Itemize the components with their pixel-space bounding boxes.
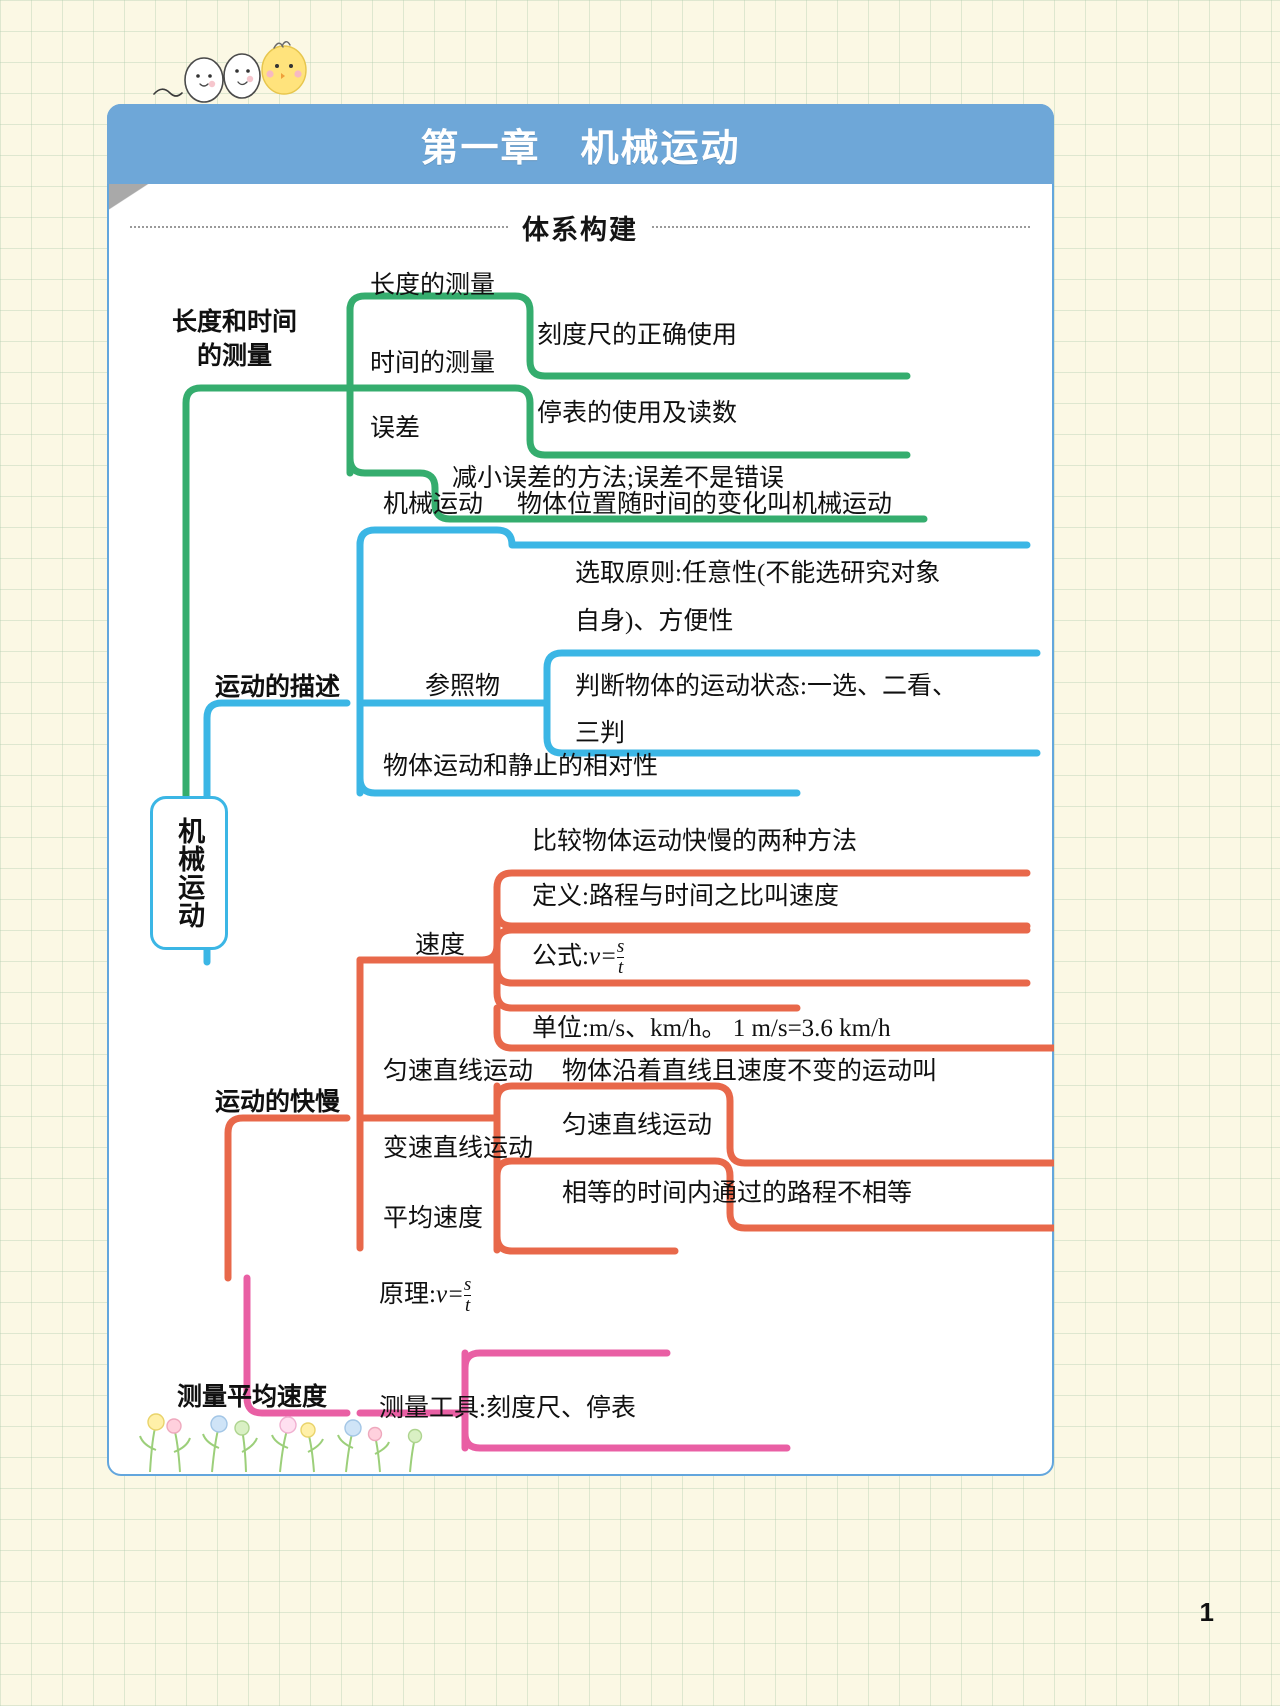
detail-judge-state-line2: 三判 (575, 720, 626, 747)
flower-doodle-decoration (139, 1413, 423, 1473)
detail-stopwatch-usage: 停表的使用及读数 (537, 400, 738, 427)
page-number: 1 (1199, 1597, 1214, 1627)
node-uniform-linear-motion: 匀速直线运动 (383, 1058, 534, 1085)
dotted-rule-left (130, 226, 508, 228)
node-variable-linear-motion: 变速直线运动 (383, 1135, 534, 1162)
branch-4-title: 测量平均速度 (177, 1383, 328, 1411)
branch-2-title: 运动的描述 (215, 673, 341, 701)
section-heading: 体系构建 (130, 206, 1030, 248)
detail-uniform-motion-line1: 物体沿着直线且速度不变的运动叫 (562, 1058, 938, 1085)
page-corner-fold (109, 184, 149, 210)
node-average-speed: 平均速度 (383, 1205, 484, 1232)
chapter-banner: 第一章 机械运动 (107, 104, 1054, 184)
branch-3-title: 运动的快慢 (215, 1088, 341, 1116)
detail-compare-speed-methods: 比较物体运动快慢的两种方法 (532, 828, 858, 855)
detail-reference-principle-line1: 选取原则:任意性(不能选研究对象 (575, 560, 941, 587)
mindmap-connector-lines (182, 292, 1054, 1452)
detail-judge-state-line1: 判断物体的运动状态:一选、二看、 (575, 673, 957, 700)
branch-1-title: 长度和时间 的测量 (172, 308, 298, 370)
detail-variable-motion-desc: 相等的时间内通过的路程不相等 (562, 1180, 913, 1207)
section-heading-text: 体系构建 (522, 214, 638, 245)
center-node-label: 机械运动 (174, 817, 205, 929)
mindmap-center-node: 机械运动 (150, 796, 228, 950)
detail-uniform-motion-line2: 匀速直线运动 (562, 1112, 713, 1139)
chick-doodle-decoration (153, 41, 307, 103)
detail-mechanical-motion-def: 物体位置随时间的变化叫机械运动 (517, 491, 893, 518)
node-mechanical-motion: 机械运动 (383, 491, 484, 518)
detail-speed-definition: 定义:路程与时间之比叫速度 (532, 883, 839, 910)
detail-reduce-error: 减小误差的方法;误差不是错误 (452, 465, 784, 492)
node-length-measurement: 长度的测量 (370, 272, 496, 299)
chapter-title: 第一章 机械运动 (420, 127, 741, 170)
detail-speed-units: 单位:m/s、km/h。 1 m/s=3.6 km/h (532, 1015, 891, 1042)
node-error: 误差 (370, 415, 421, 442)
dotted-rule-right (652, 226, 1030, 228)
mindmap-canvas: 长度和时间 的测量 长度的测量 刻度尺的正确使用 时间的测量 停表的使用及读数 … (107, 248, 1054, 1476)
node-relativity-of-motion: 物体运动和静止的相对性 (383, 753, 659, 780)
detail-measure-tools: 测量工具:刻度尺、停表 (379, 1395, 636, 1422)
node-time-measurement: 时间的测量 (370, 350, 496, 377)
detail-ruler-usage: 刻度尺的正确使用 (537, 322, 738, 349)
detail-reference-principle-line2: 自身)、方便性 (575, 608, 734, 635)
node-reference-object: 参照物 (425, 673, 501, 700)
node-speed: 速度 (415, 932, 466, 959)
